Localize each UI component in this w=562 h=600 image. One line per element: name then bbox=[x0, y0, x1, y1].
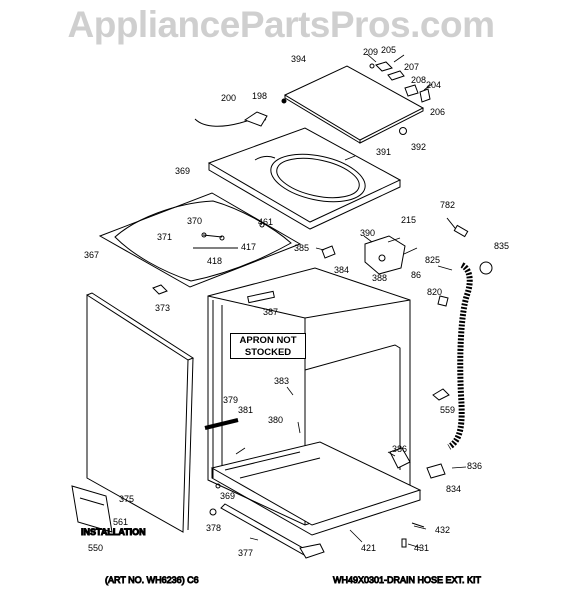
part-number-label: 215 bbox=[401, 215, 416, 225]
part-number-label: 431 bbox=[414, 543, 429, 553]
part-number-label: 391 bbox=[376, 147, 391, 157]
part-number-label: 421 bbox=[361, 543, 376, 553]
part-number-label: 378 bbox=[206, 523, 221, 533]
part-number-label: 381 bbox=[238, 405, 253, 415]
apron-note-line1: APRON NOT bbox=[239, 335, 297, 346]
part-number-label: 369 bbox=[220, 491, 235, 501]
part-number-label: 825 bbox=[425, 255, 440, 265]
top-frame-part bbox=[98, 192, 302, 288]
clamp-part bbox=[152, 284, 168, 295]
lid-part bbox=[283, 65, 425, 144]
part-number-label: 370 bbox=[187, 216, 202, 226]
part-number-label: 835 bbox=[494, 241, 509, 251]
part-number-label: 386 bbox=[392, 444, 407, 454]
apron-not-stocked-note: APRON NOT STOCKED bbox=[230, 333, 306, 359]
lid-switch-hardware bbox=[281, 61, 431, 135]
top-cover-part bbox=[207, 127, 402, 230]
part-number-label: 418 bbox=[207, 256, 222, 266]
watermark: AppliancePartsPros.com bbox=[67, 4, 495, 45]
part-number-label: 377 bbox=[238, 548, 253, 558]
drain-hose-part bbox=[447, 262, 473, 450]
part-number-label: 86 bbox=[411, 270, 421, 280]
part-number-label: 387 bbox=[263, 307, 278, 317]
power-cord-part bbox=[194, 111, 268, 127]
part-number-label: 369 bbox=[175, 166, 190, 176]
leader-lines bbox=[235, 53, 467, 549]
part-number-label: 561 bbox=[113, 517, 128, 527]
part-number-label: 205 bbox=[381, 45, 396, 55]
part-number-label: 384 bbox=[334, 265, 349, 275]
part-number-label: 834 bbox=[446, 484, 461, 494]
part-number-label: 432 bbox=[435, 525, 450, 535]
connector-part bbox=[446, 217, 469, 238]
toe-plate-part bbox=[220, 503, 325, 559]
part-number-label: 380 bbox=[268, 415, 283, 425]
part-number-label: 392 bbox=[411, 142, 426, 152]
part-number-label: 207 bbox=[404, 62, 419, 72]
front-panel-part bbox=[86, 292, 195, 533]
part-number-label: 209 bbox=[363, 47, 378, 57]
part-number-label: 394 bbox=[291, 54, 306, 64]
part-number-label: 375 bbox=[119, 494, 134, 504]
part-number-label: 559 bbox=[440, 405, 455, 415]
part-number-label: 417 bbox=[241, 242, 256, 252]
art-number-note: (ART NO. WH6236) C6 bbox=[105, 575, 199, 585]
drain-hose-kit-note: WH49X0301-DRAIN HOSE EXT. KIT bbox=[333, 575, 482, 585]
part-number-label: 836 bbox=[467, 461, 482, 471]
part-number-label: 379 bbox=[223, 395, 238, 405]
part-number-label: 461 bbox=[258, 217, 273, 227]
part-number-label: 367 bbox=[84, 250, 99, 260]
part-number-label: 385 bbox=[294, 243, 309, 253]
base-part bbox=[210, 441, 422, 536]
part-number-label: 206 bbox=[430, 107, 445, 117]
hose-clamp-part bbox=[479, 261, 493, 275]
part-number-label: 388 bbox=[372, 273, 387, 283]
part-number-label: 820 bbox=[427, 287, 442, 297]
part-number-label: 373 bbox=[155, 303, 170, 313]
part-number-label: 390 bbox=[360, 228, 375, 238]
misc-small-parts bbox=[204, 222, 450, 548]
part-number-label: 550 bbox=[88, 543, 103, 553]
part-number-label: 371 bbox=[157, 232, 172, 242]
part-number-label: 208 bbox=[411, 75, 426, 85]
part-number-label: 204 bbox=[426, 80, 441, 90]
part-number-label: 198 bbox=[252, 91, 267, 101]
pump-assembly-part bbox=[364, 235, 406, 275]
installation-label: INSTALLATION bbox=[81, 527, 146, 537]
part-number-label: 782 bbox=[440, 200, 455, 210]
part-number-label: 200 bbox=[221, 93, 236, 103]
part-number-label: 383 bbox=[274, 376, 289, 386]
apron-note-line2: STOCKED bbox=[244, 347, 292, 358]
installation-booklet-part bbox=[71, 485, 113, 533]
